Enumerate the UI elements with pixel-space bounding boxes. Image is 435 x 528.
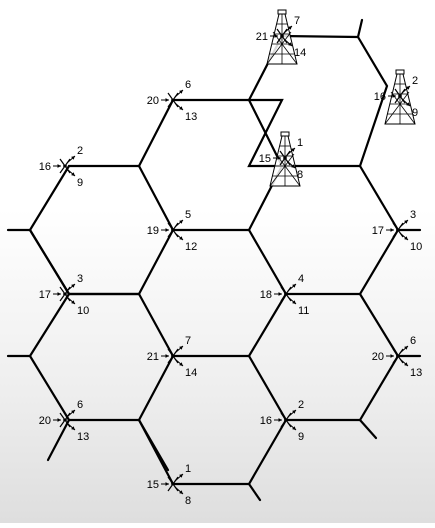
left-sector-channel-label: 20 (147, 95, 159, 107)
cell-boundary-line (28, 228, 175, 296)
upper-sector-channel-label: 5 (185, 209, 191, 221)
upper-sector-channel-label: 3 (410, 209, 416, 221)
left-sector-channel-label: 15 (147, 479, 159, 491)
lower-sector-channel-label: 13 (410, 367, 422, 379)
left-sector-channel-label: 20 (39, 415, 51, 427)
upper-sector-channel-label: 2 (77, 145, 83, 157)
left-sector-channel-label: 20 (372, 351, 384, 363)
cell-boundary-line (46, 418, 71, 462)
cell-site: 17 3 10 (372, 209, 423, 253)
upper-sector-channel-label: 6 (410, 335, 416, 347)
cell-site: 20 6 13 (372, 335, 423, 379)
lower-sector-channel-label: 9 (412, 107, 418, 119)
cell-boundaries (6, 18, 422, 502)
cell-boundary-line (247, 482, 262, 502)
left-sector-channel-label: 17 (372, 225, 384, 237)
cell-boundary-line (137, 418, 288, 486)
cell-sites: 2171416292061315181629195121731017310184… (39, 9, 423, 507)
cell-site: 20 6 13 (39, 399, 90, 443)
left-sector-channel-label: 21 (256, 31, 268, 43)
left-sector-channel-label: 16 (39, 161, 51, 173)
antenna-tower-icon (266, 9, 298, 65)
lower-sector-channel-label: 9 (77, 177, 83, 189)
cell-boundary-line (28, 354, 175, 422)
upper-sector-channel-label: 4 (298, 273, 304, 285)
cell-site: 20 6 13 (147, 79, 198, 123)
cell-boundary-line (6, 292, 71, 358)
upper-sector-channel-label: 6 (185, 79, 191, 91)
cell-boundary-line (137, 164, 284, 232)
upper-sector-channel-label: 7 (294, 15, 300, 27)
lower-sector-channel-label: 10 (77, 305, 89, 317)
lower-sector-channel-label: 14 (185, 367, 197, 379)
upper-sector-channel-label: 2 (298, 399, 304, 411)
cell-boundary-line (6, 18, 389, 232)
cell-site: 21 7 14 (147, 335, 198, 379)
cell-boundary-line (247, 34, 360, 102)
lower-sector-channel-label: 12 (185, 241, 197, 253)
cell-boundary-line (28, 228, 71, 296)
left-sector-channel-label: 16 (374, 91, 386, 103)
antenna-tower-icon (269, 131, 301, 187)
upper-sector-channel-label: 2 (412, 75, 418, 87)
lower-sector-channel-label: 11 (298, 305, 309, 317)
left-sector-channel-label: 19 (147, 225, 159, 237)
lower-sector-channel-label: 14 (294, 47, 306, 59)
antenna-tower-icon (384, 69, 416, 125)
upper-sector-channel-label: 1 (185, 463, 191, 475)
upper-sector-channel-label: 6 (77, 399, 83, 411)
lower-sector-channel-label: 8 (297, 169, 303, 181)
cell-boundary-line (358, 418, 378, 440)
upper-sector-channel-label: 7 (185, 335, 191, 347)
cell-site: 17 3 10 (39, 273, 90, 317)
left-sector-channel-label: 18 (260, 289, 272, 301)
left-sector-channel-label: 16 (260, 415, 272, 427)
left-sector-channel-label: 21 (147, 351, 159, 363)
left-sector-channel-label: 15 (259, 153, 271, 165)
cell-site: 18 4 11 (260, 273, 310, 317)
lower-sector-channel-label: 10 (410, 241, 422, 253)
left-sector-channel-label: 17 (39, 289, 51, 301)
upper-sector-channel-label: 1 (297, 137, 303, 149)
cell-boundary-line (137, 292, 288, 358)
cell-site: 21 7 14 (256, 9, 306, 65)
lower-sector-channel-label: 9 (298, 431, 304, 443)
lower-sector-channel-label: 8 (185, 495, 191, 507)
cell-site: 19 5 12 (147, 209, 198, 253)
upper-sector-channel-label: 3 (77, 273, 83, 285)
lower-sector-channel-label: 13 (185, 111, 197, 123)
lower-sector-channel-label: 13 (77, 431, 89, 443)
cell-boundary-line (137, 418, 170, 472)
